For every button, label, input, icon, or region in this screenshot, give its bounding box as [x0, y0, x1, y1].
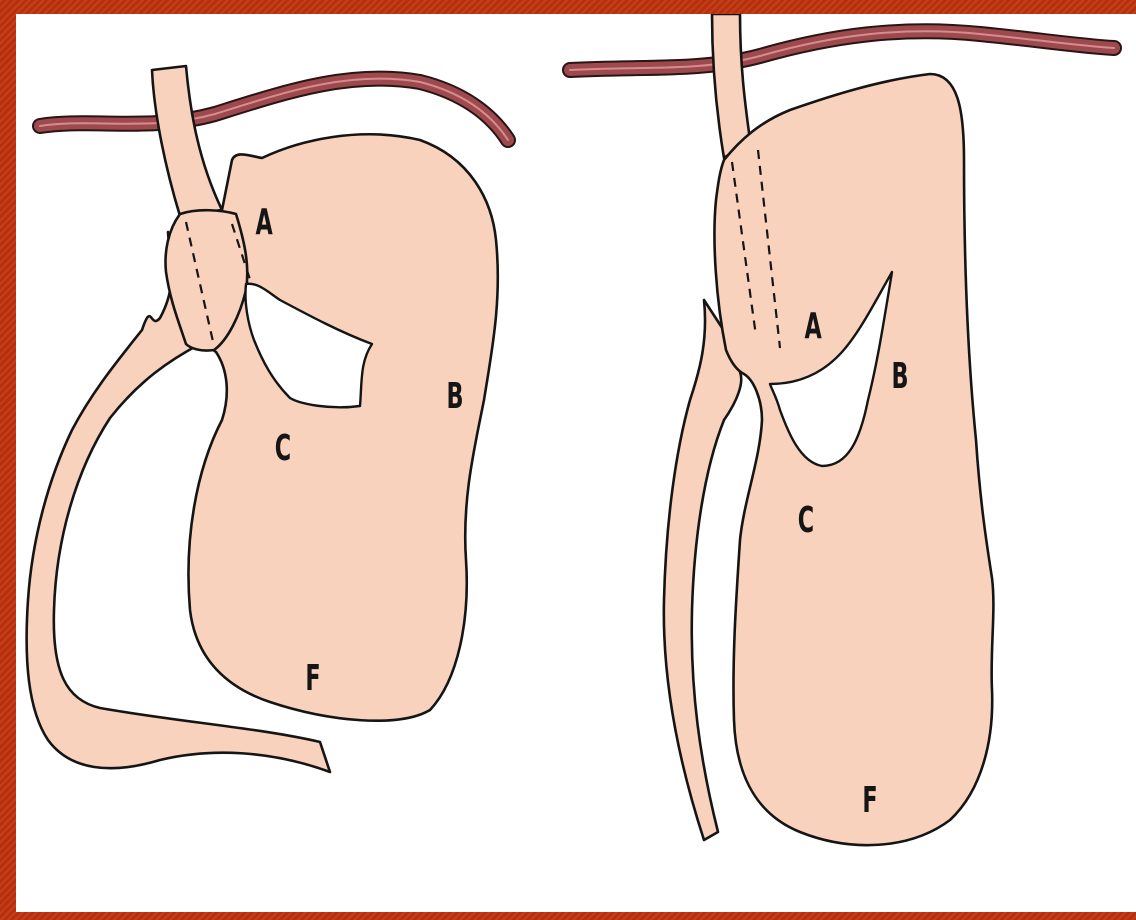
left-label-a: A	[256, 202, 274, 244]
right-dash-line-2	[756, 149, 782, 349]
left-esophagus	[150, 64, 224, 218]
right-label-b: B	[891, 356, 908, 398]
right-vessel	[562, 23, 1122, 78]
right-gastric-body	[713, 72, 995, 847]
diagram-canvas: A B C F	[16, 14, 1136, 912]
right-hole	[768, 270, 894, 468]
right-label-a: A	[805, 306, 823, 348]
left-gastric-body	[178, 133, 500, 722]
right-hernia-sac	[662, 298, 743, 842]
left-diagram: A B C F	[25, 64, 516, 774]
right-dash-line-1	[730, 161, 758, 337]
left-junction	[164, 208, 249, 352]
left-label-b: B	[446, 376, 463, 418]
left-label-c: C	[275, 428, 291, 470]
left-hernia-sac	[25, 230, 332, 774]
left-hole	[244, 282, 374, 409]
left-vessel	[32, 70, 516, 148]
right-diagram: A B C F	[562, 14, 1122, 847]
left-label-f: F	[305, 658, 320, 700]
left-dash-line-1	[184, 221, 216, 347]
diagram-svg: A B C F	[25, 14, 1122, 847]
right-label-c: C	[798, 500, 814, 542]
right-label-f: F	[862, 780, 877, 822]
right-esophagus	[710, 14, 752, 160]
